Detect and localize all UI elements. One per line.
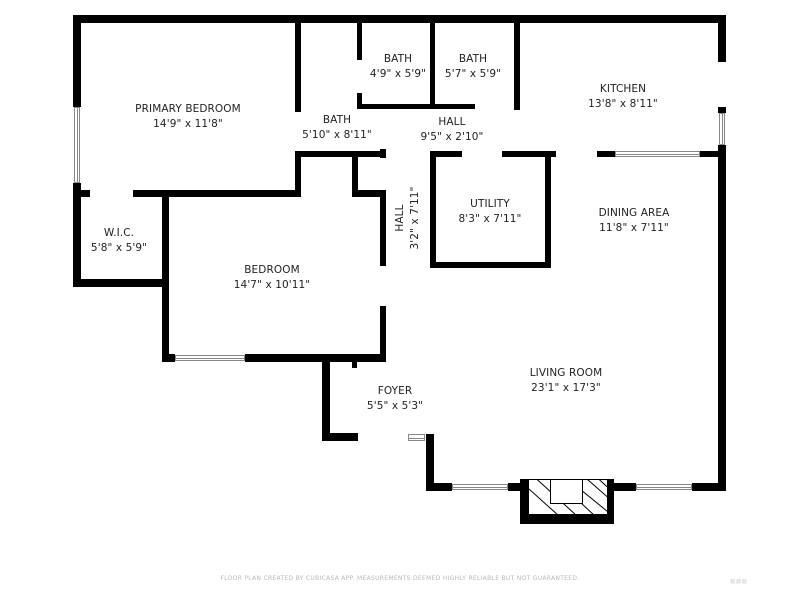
wall-bath1-left-stub	[357, 93, 362, 109]
wall-foyer-bottom	[322, 433, 358, 441]
room-dimensions: 5'5" x 5'3"	[366, 400, 424, 412]
wall-hall-lower-a	[430, 151, 462, 157]
wall-left-lower	[73, 183, 81, 287]
room-dimensions: 14'7" x 10'11"	[233, 279, 311, 291]
window-primary-bedroom	[74, 107, 80, 183]
wall-bedroom-bottom-a	[162, 354, 175, 362]
room-dimensions: 5'10" x 8'11"	[302, 129, 372, 141]
disclaimer-text: FLOOR PLAN CREATED BY CUBICASA APP. MEAS…	[220, 575, 580, 582]
cubicasa-logo-icon: ■■■	[730, 578, 748, 585]
wall-bedroom-bottom-b	[245, 354, 385, 362]
wall-living-bottom-c	[614, 483, 636, 491]
window-bedroom	[175, 355, 245, 361]
wall-kitchen-bottom-b	[700, 151, 726, 157]
wall-top	[73, 15, 726, 23]
room-dimensions: 3'2" x 7'11"	[409, 186, 421, 250]
wall-living-left	[426, 434, 434, 491]
room-name: PRIMARY BEDROOM	[135, 103, 241, 115]
room-label-hall-vertical: HALL 3'2" x 7'11"	[393, 187, 423, 250]
room-dimensions: 5'8" x 5'9"	[90, 242, 148, 254]
window-living-left	[452, 484, 508, 490]
room-label-kitchen: KITCHEN 13'8" x 8'11"	[588, 82, 658, 112]
wall-primary-bath-divider	[295, 15, 301, 112]
room-dimensions: 9'5" x 2'10"	[420, 131, 484, 143]
room-dimensions: 4'9" x 5'9"	[369, 68, 427, 80]
fireplace-hearth	[550, 479, 583, 504]
wall-living-bottom-d	[692, 483, 726, 491]
room-label-hall-upper: HALL 9'5" x 2'10"	[421, 115, 484, 145]
window-kitchen	[719, 113, 725, 145]
wall-kitchen-left	[514, 15, 520, 110]
room-name: BATH	[458, 53, 488, 65]
wall-bath-divider	[430, 15, 435, 109]
wall-foyer-top-stub	[352, 360, 357, 368]
wall-hall-block	[380, 149, 386, 158]
room-dimensions: 8'3" x 7'11"	[458, 213, 522, 225]
wall-bedroom-left	[162, 190, 169, 362]
wall-primary-bottom-a	[73, 190, 90, 197]
room-label-dining-area: DINING AREA 11'8" x 7'11"	[599, 206, 670, 236]
wall-closet-right	[352, 151, 358, 197]
room-name: BEDROOM	[244, 264, 300, 276]
room-dimensions: 13'8" x 8'11"	[588, 98, 658, 110]
room-label-bath-2: BATH 4'9" x 5'9"	[370, 52, 426, 82]
room-dimensions: 14'9" x 11'8"	[153, 118, 223, 130]
wall-utility-left	[430, 151, 436, 268]
wall-wic-bottom	[73, 279, 169, 287]
room-dimensions: 23'1" x 17'3"	[531, 382, 601, 394]
wall-right-main	[718, 145, 726, 491]
entry-door-sidelight	[408, 434, 425, 441]
wall-right-top	[718, 15, 726, 62]
wall-primary-bottom-b	[133, 190, 300, 197]
wall-baths-bottom	[357, 104, 475, 109]
room-label-foyer: FOYER 5'5" x 5'3"	[367, 384, 423, 414]
room-name: FOYER	[377, 385, 413, 397]
wall-bath1-left	[357, 15, 362, 60]
window-living-right	[636, 484, 692, 490]
room-name: LIVING ROOM	[529, 367, 603, 379]
room-name: HALL	[438, 116, 466, 128]
wall-living-bottom-b	[508, 483, 528, 491]
wall-bedroom-right-a	[380, 190, 386, 266]
wall-bedroom-right-b	[380, 306, 386, 362]
wall-foyer-left	[322, 354, 330, 441]
room-dimensions: 5'7" x 5'9"	[444, 68, 502, 80]
room-name: KITCHEN	[599, 83, 647, 95]
room-label-bedroom: BEDROOM 14'7" x 10'11"	[234, 263, 310, 293]
wall-right-mid	[718, 107, 726, 113]
room-name: HALL	[394, 204, 406, 232]
room-label-living-room: LIVING ROOM 23'1" x 17'3"	[530, 366, 603, 396]
window-kitchen-pass	[615, 151, 700, 157]
room-name: BATH	[322, 114, 352, 126]
room-name: UTILITY	[470, 198, 510, 210]
fireplace-hatch	[528, 479, 608, 515]
room-label-bath-primary: BATH 5'10" x 8'11"	[302, 113, 372, 143]
room-label-primary-bedroom: PRIMARY BEDROOM 14'9" x 11'8"	[135, 102, 241, 132]
wall-living-bottom-a	[426, 483, 452, 491]
wall-closet-top	[295, 151, 385, 157]
room-label-wic: W.I.C. 5'8" x 5'9"	[91, 226, 147, 256]
wall-closet-left	[295, 151, 301, 197]
room-label-utility: UTILITY 8'3" x 7'11"	[459, 197, 522, 227]
wall-hall-lower-b	[502, 151, 556, 157]
wall-kitchen-bottom-a	[597, 151, 615, 157]
room-name: DINING AREA	[598, 207, 670, 219]
room-name: BATH	[383, 53, 413, 65]
room-name: W.I.C.	[103, 227, 135, 239]
room-label-bath-3: BATH 5'7" x 5'9"	[445, 52, 501, 82]
room-dimensions: 11'8" x 7'11"	[599, 222, 669, 234]
wall-utility-bottom	[430, 262, 551, 268]
wall-utility-right	[545, 151, 551, 268]
wall-left-upper	[73, 15, 81, 107]
wall-bedroom-top-right	[352, 190, 385, 197]
